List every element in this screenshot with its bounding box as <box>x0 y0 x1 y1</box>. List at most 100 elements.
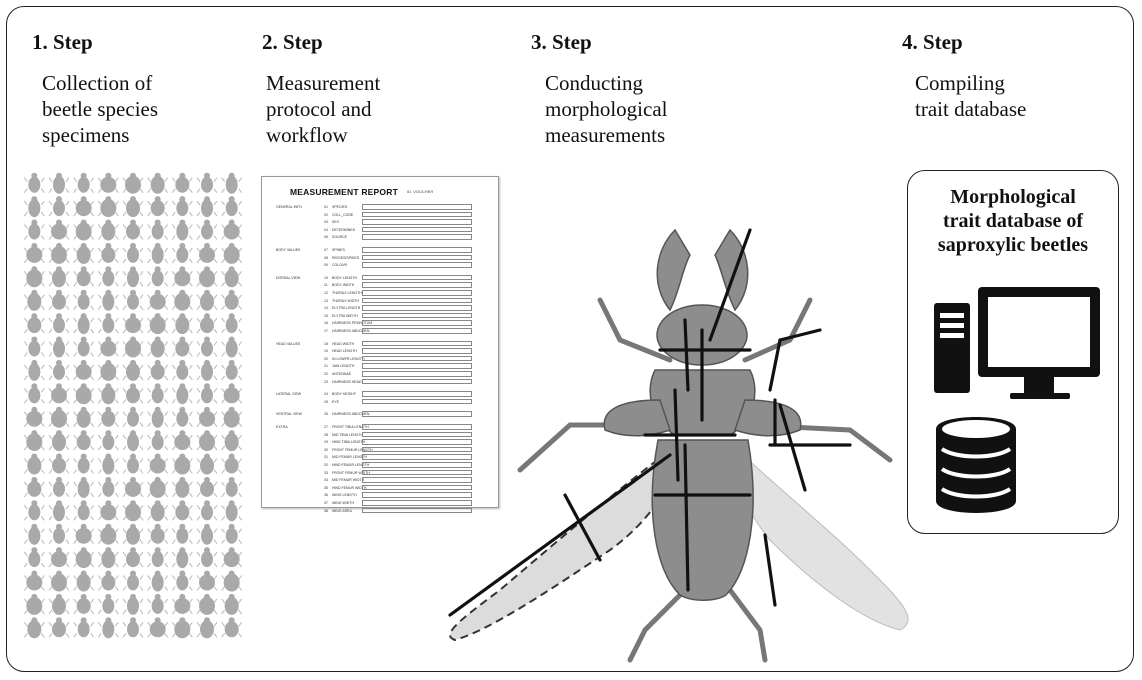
report-row-number: 13 <box>324 299 328 303</box>
report-row-label: COLOUR <box>332 263 347 267</box>
beetle-specimen <box>148 594 168 614</box>
beetle-specimen <box>123 547 143 567</box>
beetle-specimen <box>98 173 118 193</box>
beetle-specimen <box>74 430 94 450</box>
report-row-number: 15 <box>324 314 328 318</box>
beetle-specimen <box>148 196 168 216</box>
report-row-number: 08 <box>324 256 328 260</box>
report-row-number: 34 <box>324 478 328 482</box>
database-title-line: Morphological <box>908 185 1118 209</box>
beetle-specimen <box>222 407 242 428</box>
beetle-wing-right <box>735 452 908 630</box>
beetle-specimen <box>49 266 69 287</box>
step4-line: Compiling <box>915 70 1135 96</box>
step2-line: Measurement <box>266 70 466 96</box>
beetle-specimen <box>49 243 69 264</box>
report-row-label: EYE <box>332 400 339 404</box>
report-row-label: SOURCE <box>332 235 347 239</box>
beetle-specimen <box>49 594 69 615</box>
beetle-specimen <box>24 337 44 357</box>
beetle-specimen <box>74 454 94 474</box>
step2-description: Measurement protocol and workflow <box>266 70 466 148</box>
report-row-number: 14 <box>324 306 328 310</box>
beetle-specimen <box>49 547 69 567</box>
beetle-specimen <box>123 266 143 287</box>
report-row-label: HAIRINESS HEAD <box>332 380 362 384</box>
beetle-specimen <box>222 617 242 637</box>
beetle-specimen <box>74 407 94 428</box>
step4-description: Compiling trait database <box>915 70 1135 122</box>
beetle-specimen <box>197 243 217 263</box>
report-row-number: 33 <box>324 471 328 475</box>
beetle-specimen <box>197 196 217 217</box>
report-row-label: BODY LENGTH <box>332 276 357 280</box>
beetle-specimen <box>123 313 143 333</box>
beetle-specimen <box>98 454 118 475</box>
report-section-label: DORSAL VIEW <box>276 276 300 280</box>
beetle-specimen <box>24 360 44 381</box>
beetle-specimen <box>172 571 192 591</box>
beetle-specimen <box>172 290 192 311</box>
beetle-specimen <box>123 337 143 358</box>
beetle-specimen <box>222 313 242 333</box>
beetle-specimen <box>222 594 242 615</box>
beetle-specimen <box>74 220 94 241</box>
report-row-number: 37 <box>324 501 328 505</box>
beetle-specimen <box>24 617 44 638</box>
beetle-specimen <box>123 360 143 381</box>
beetle-specimen <box>98 500 118 520</box>
report-row-number: 09 <box>324 263 328 267</box>
beetle-specimen <box>197 524 217 545</box>
beetle-specimen <box>172 524 192 544</box>
beetle-specimen <box>197 383 217 403</box>
beetle-specimen <box>123 383 143 403</box>
beetle-specimen <box>98 407 118 427</box>
report-row-label: IN LOWER LENGTH <box>332 357 364 361</box>
beetle-specimen <box>123 407 143 427</box>
beetle-specimen <box>197 313 217 333</box>
report-section-label: VENTRAL VIEW <box>276 412 302 416</box>
report-row-number: 27 <box>324 425 328 429</box>
beetle-specimen <box>197 454 217 475</box>
monitor-icon <box>978 287 1100 399</box>
report-row-number: 26 <box>324 412 328 416</box>
report-row-label: ANTENNAE <box>332 372 351 376</box>
beetle-specimen <box>74 173 94 193</box>
beetle-specimen <box>24 547 44 567</box>
report-row-number: 24 <box>324 392 328 396</box>
report-row-number: 12 <box>324 291 328 295</box>
beetle-specimen <box>49 220 69 240</box>
report-row-number: 18 <box>324 342 328 346</box>
beetle-specimen <box>74 594 94 614</box>
beetle-specimen <box>172 360 192 380</box>
beetle-specimen <box>197 290 217 311</box>
report-row-label: HIND TIBIA LENGTH <box>332 440 365 444</box>
beetle-specimen <box>197 477 217 497</box>
report-row-label: BODY HEIGHT <box>332 392 356 396</box>
beetle-specimen <box>197 173 217 193</box>
beetle-specimen <box>74 266 94 286</box>
beetle-specimen <box>123 173 143 194</box>
beetle-specimen <box>123 571 143 591</box>
beetle-specimen <box>197 220 217 240</box>
report-row-label: SEX <box>332 220 339 224</box>
beetle-specimen <box>49 477 69 497</box>
beetle-specimen <box>148 383 168 403</box>
beetle-specimen <box>49 524 69 544</box>
beetle-specimen <box>172 196 192 216</box>
beetle-specimen <box>148 407 168 428</box>
beetle-specimen <box>222 571 242 592</box>
beetle-specimen <box>24 500 44 520</box>
beetle-specimen <box>98 383 118 404</box>
report-section-label: HEAD VALUES <box>276 342 300 346</box>
report-row-label: SPECIES <box>332 205 347 209</box>
beetle-specimen <box>222 337 242 358</box>
beetle-specimen <box>74 243 94 264</box>
report-row-number: 17 <box>324 329 328 333</box>
report-row-number: 11 <box>324 283 328 287</box>
step2-line: workflow <box>266 122 466 148</box>
beetle-specimen <box>222 220 242 240</box>
beetle-specimen <box>49 571 69 592</box>
report-row-label: HEAD LENGTH <box>332 349 357 353</box>
beetle-specimen <box>222 266 242 287</box>
